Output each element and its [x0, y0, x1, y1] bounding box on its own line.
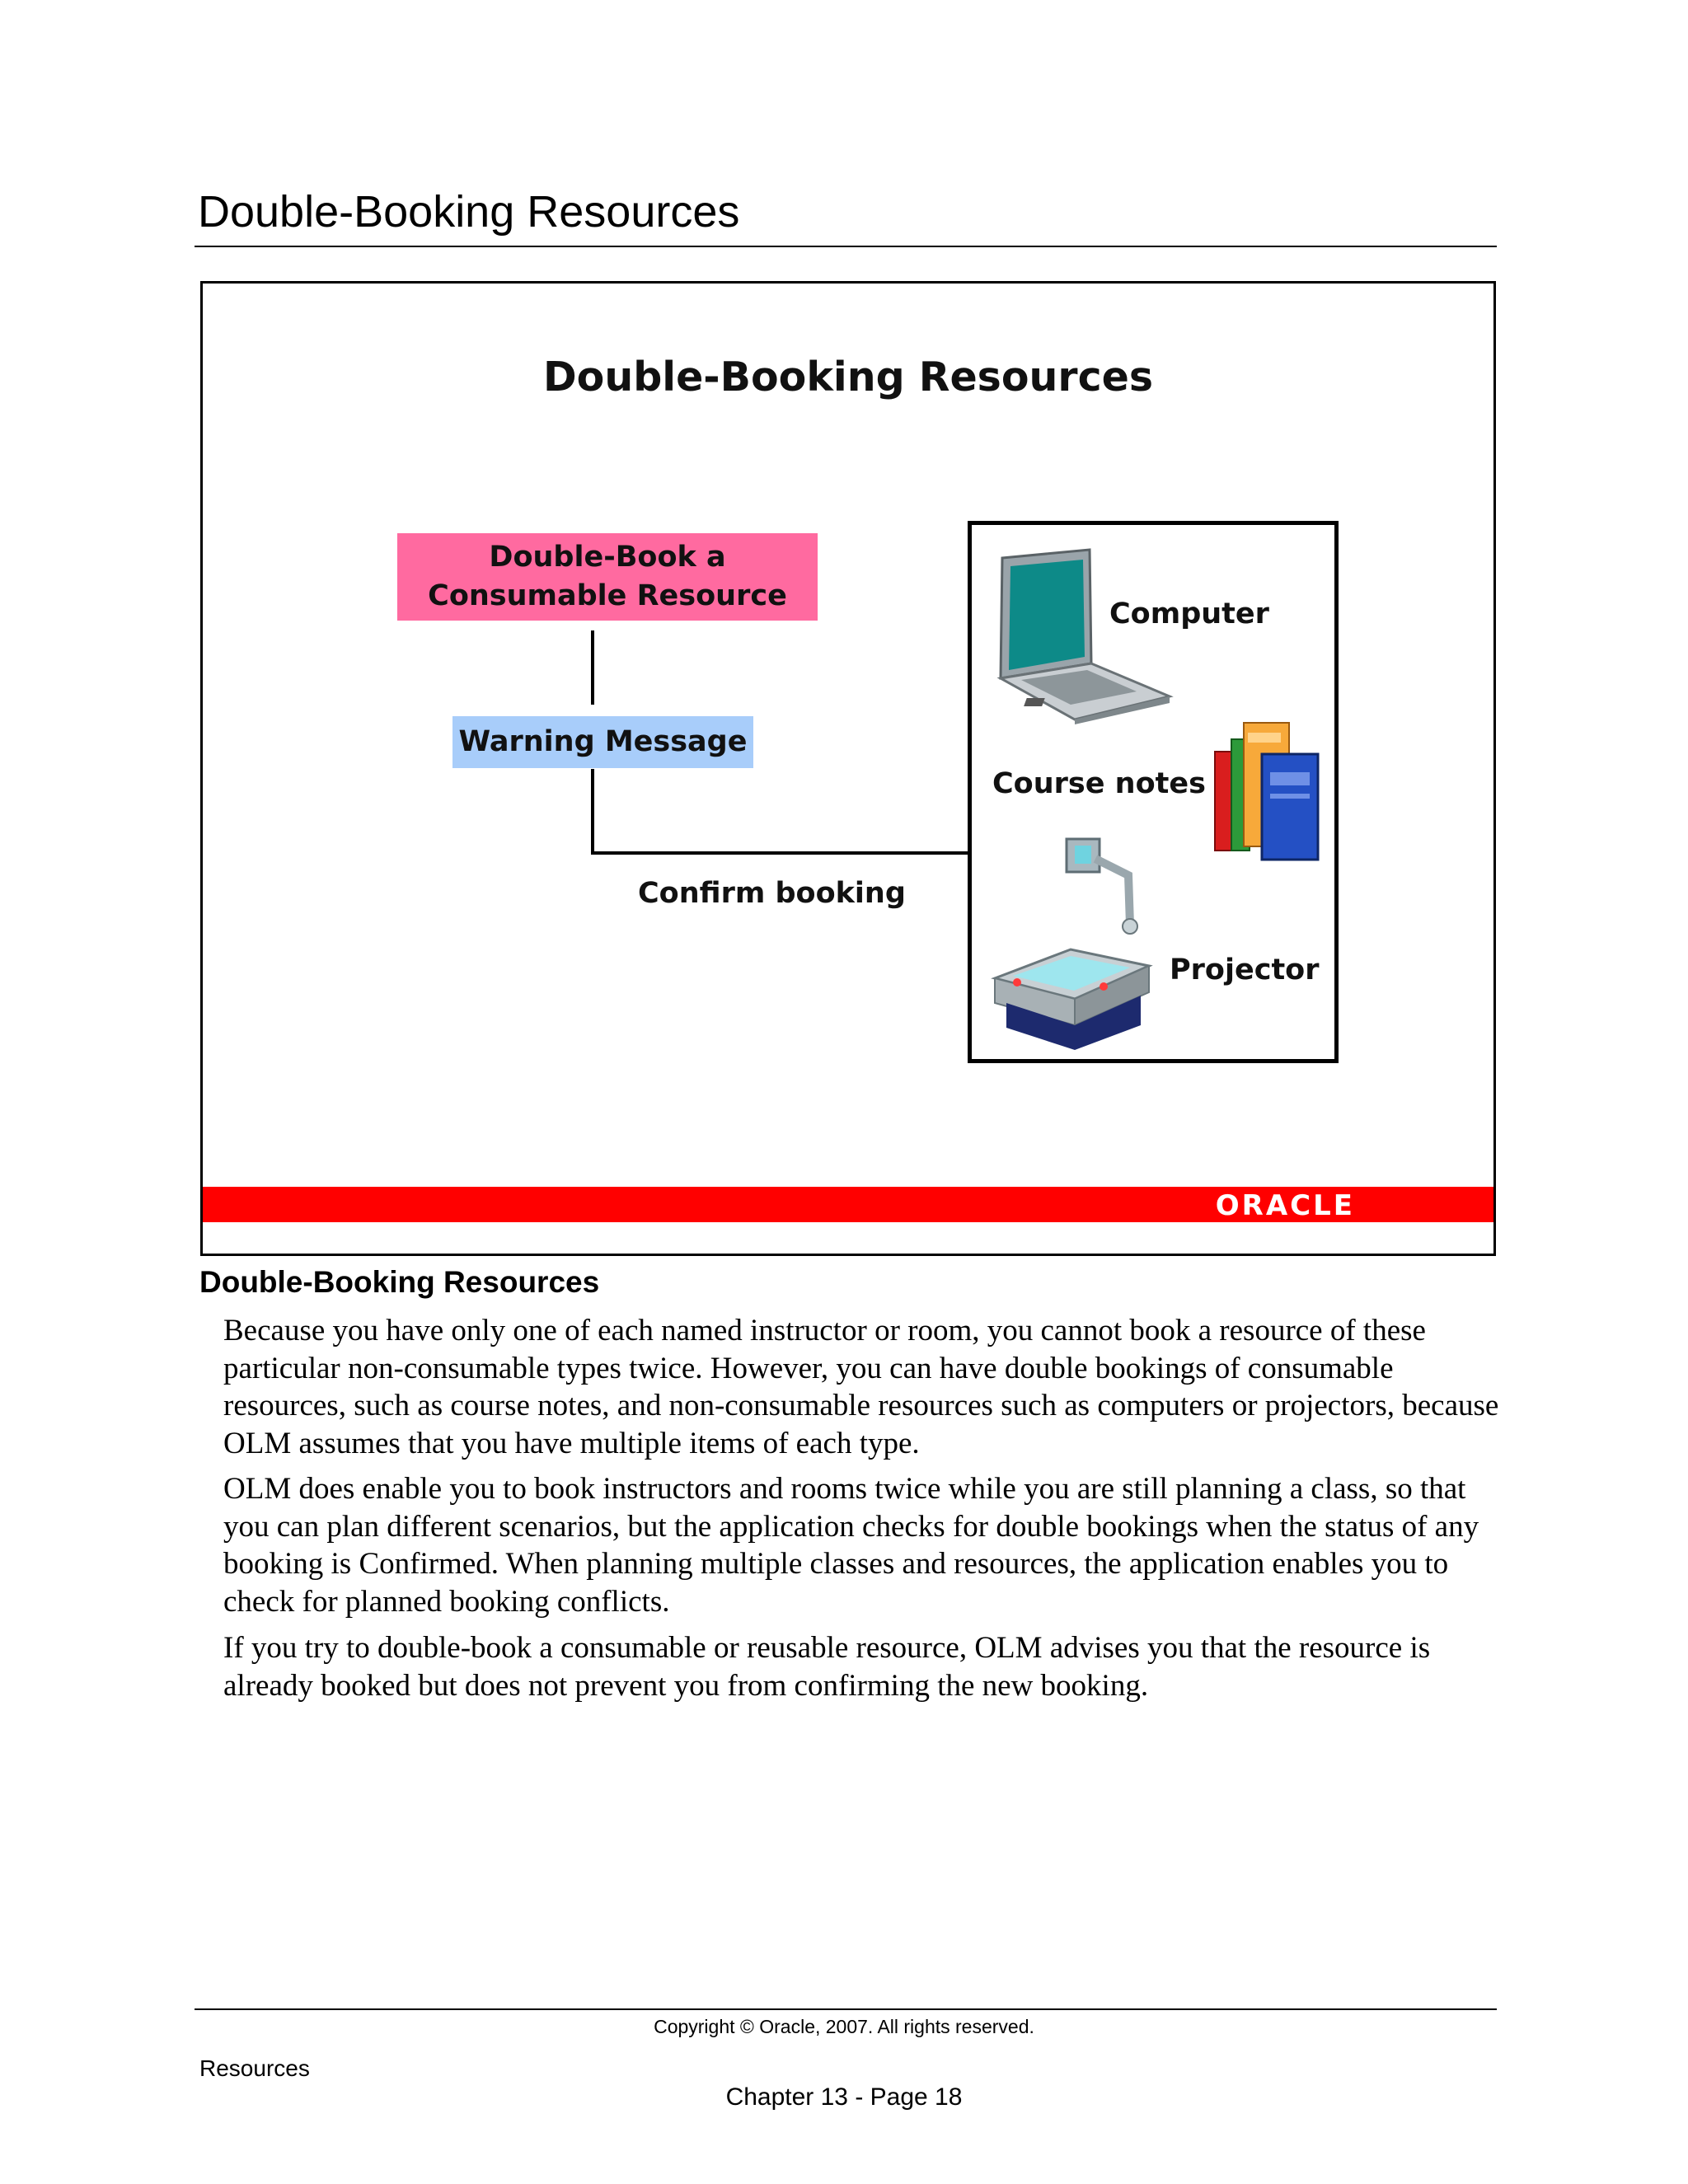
page-title: Double-Booking Resources: [198, 187, 740, 237]
double-book-box: Double-Book a Consumable Resource: [397, 533, 818, 621]
projector-label: Projector: [1170, 954, 1320, 987]
page-number: Chapter 13 - Page 18: [725, 2083, 963, 2111]
header-rule: [195, 246, 1497, 247]
resource-panel: Computer Course notes Projector: [968, 521, 1339, 1063]
flow-connector-1: [591, 630, 594, 705]
flow-connector-2: [591, 769, 594, 853]
footer-rule: [195, 2008, 1497, 2010]
double-book-line-1: Double-Book a: [489, 541, 726, 574]
projector-icon: [991, 837, 1153, 1050]
books-icon: [1214, 722, 1320, 861]
oracle-logo: ORACLE: [1215, 1189, 1355, 1222]
notes-paragraph: If you try to double-book a consumable o…: [223, 1631, 1431, 1703]
notes-paragraph: Because you have only one of each named …: [223, 1314, 1499, 1460]
brand-bar: [203, 1187, 1493, 1222]
notes-paragraph: OLM does enable you to book instructors …: [223, 1472, 1479, 1619]
copyright-text: Copyright © Oracle, 2007. All rights res…: [654, 2016, 1034, 2037]
confirm-booking-label: Confirm booking: [638, 877, 906, 910]
course-notes-label: Course notes: [992, 767, 1206, 800]
double-book-line-2: Consumable Resource: [428, 579, 787, 612]
flow-connector-3: [591, 851, 1151, 855]
warning-message-box: Warning Message: [452, 716, 753, 768]
slide-title: Double-Booking Resources: [542, 354, 1154, 401]
computer-label: Computer: [1109, 598, 1269, 630]
notes-heading: Double-Booking Resources: [199, 1265, 600, 1299]
laptop-icon: [996, 548, 1174, 724]
slide-image: Double-Booking Resources Double-Book a C…: [200, 281, 1496, 1256]
footer-section: Resources: [199, 2055, 310, 2081]
